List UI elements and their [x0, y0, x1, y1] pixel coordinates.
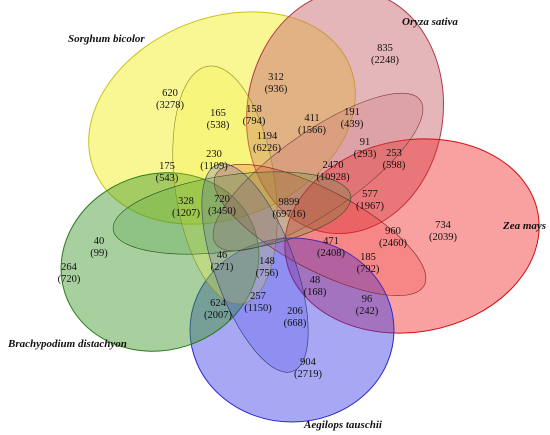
genes-r9899: (69716)	[272, 209, 306, 220]
genes-r185: (792)	[357, 264, 380, 275]
petal-zea	[213, 164, 427, 296]
count-r91: 91	[360, 137, 371, 148]
count-r720: 720	[214, 194, 230, 205]
petal-aegilops	[201, 163, 309, 373]
count-r577: 577	[362, 189, 378, 200]
genes-r471: (2408)	[317, 248, 345, 259]
ellipse-zea	[284, 138, 540, 334]
genes-r253: (598)	[383, 160, 406, 171]
count-r9899: 9899	[279, 197, 300, 208]
count-s-only: 620	[162, 88, 178, 99]
genes-r960: (2460)	[379, 238, 407, 249]
count-r46: 46	[217, 250, 228, 261]
count-r257: 257	[250, 291, 266, 302]
genes-r257: (1150)	[244, 303, 272, 314]
count-r96: 96	[362, 294, 373, 305]
petal-sorghum	[172, 65, 278, 305]
genes-r191: (439)	[341, 119, 364, 130]
genes-a-only: (2719)	[294, 369, 322, 380]
genes-r312: (936)	[265, 84, 288, 95]
genes-r165: (538)	[207, 120, 230, 131]
count-b-only: 264	[61, 262, 78, 273]
region-counts: 620 (3278) 835 (2248) 734 (2039) 904 (27…	[58, 43, 458, 380]
count-r48: 48	[310, 275, 321, 286]
genes-r148: (756)	[256, 268, 279, 279]
count-r165: 165	[210, 108, 226, 119]
label-brachypodium: Brachypodium distachyon	[7, 338, 127, 350]
count-a-only: 904	[300, 357, 317, 368]
genes-b-only: (720)	[58, 274, 81, 285]
species-labels: Sorghum bicolor Oryza sativa Zea mays Ae…	[7, 16, 546, 431]
label-aegilops: Aegilops tauschii	[303, 419, 383, 431]
genes-r40: (99)	[90, 248, 108, 259]
genes-r158: (794)	[243, 116, 266, 127]
count-r230: 230	[206, 149, 222, 160]
label-sorghum: Sorghum bicolor	[68, 33, 145, 45]
count-r40: 40	[94, 236, 105, 247]
label-oryza: Oryza sativa	[402, 16, 458, 28]
genes-o-only: (2248)	[371, 55, 399, 66]
genes-r96: (242)	[356, 306, 379, 317]
genes-r230: (1109)	[200, 161, 228, 172]
genes-r411: (1566)	[298, 125, 326, 136]
count-o-only: 835	[377, 43, 393, 54]
label-zea: Zea mays	[502, 220, 546, 232]
genes-r577: (1967)	[356, 201, 384, 212]
count-r328: 328	[178, 196, 194, 207]
petal-brachypodium	[112, 171, 352, 255]
genes-r1194: (6226)	[253, 143, 281, 154]
count-r312: 312	[268, 72, 284, 83]
count-r148: 148	[259, 256, 275, 267]
count-z-only: 734	[435, 220, 452, 231]
count-r471: 471	[323, 236, 339, 247]
genes-r206: (668)	[284, 318, 307, 329]
set-petals	[112, 65, 427, 373]
count-r158: 158	[246, 104, 262, 115]
genes-r720: (3450)	[208, 206, 236, 217]
genes-r2470: (10928)	[316, 172, 350, 183]
set-ellipses	[60, 0, 540, 423]
ellipse-brachypodium	[60, 172, 260, 352]
count-r411: 411	[304, 113, 319, 124]
genes-r46: (271)	[211, 262, 234, 273]
count-r624: 624	[210, 298, 227, 309]
count-r960: 960	[385, 226, 401, 237]
count-r1194: 1194	[257, 131, 278, 142]
genes-r624: (2007)	[204, 310, 232, 321]
count-r253: 253	[386, 148, 402, 159]
count-r185: 185	[360, 252, 376, 263]
genes-r91: (293)	[354, 149, 377, 160]
petal-oryza	[212, 92, 424, 252]
genes-r175: (543)	[156, 173, 179, 184]
count-r2470: 2470	[323, 160, 344, 171]
count-r175: 175	[159, 161, 175, 172]
genes-r328: (1207)	[172, 208, 200, 219]
genes-s-only: (3278)	[156, 100, 184, 111]
genes-r48: (168)	[304, 287, 327, 298]
count-r206: 206	[287, 306, 303, 317]
count-r191: 191	[344, 107, 360, 118]
genes-z-only: (2039)	[429, 232, 457, 243]
